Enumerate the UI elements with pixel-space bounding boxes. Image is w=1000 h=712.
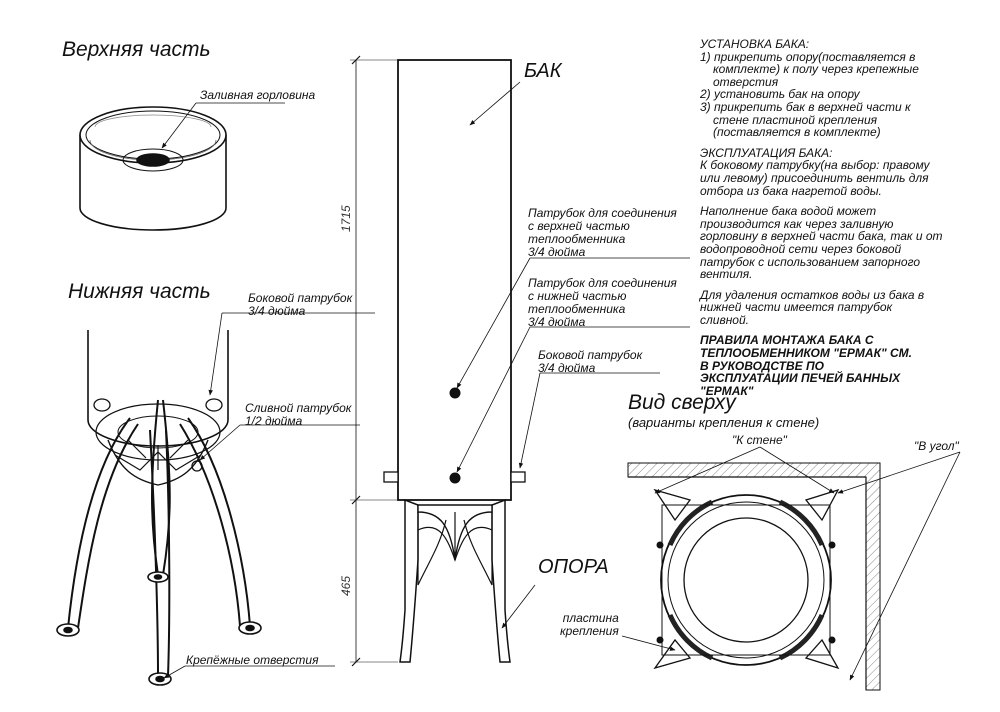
label-upper-pipe-line2: с верхней частью — [528, 219, 630, 233]
install-step-1-cont2: отверстия — [713, 74, 779, 89]
rules-text-1: ПРАВИЛА МОНТАЖА БАКА С — [700, 333, 874, 348]
bottom-part-drawing — [56, 330, 262, 686]
label-lower-pipe-line2: с нижней частью — [528, 289, 627, 303]
leader-side-pipe-left-arrow — [208, 312, 223, 396]
title-view-from-top: Вид сверху — [628, 391, 736, 414]
label-tank: БАК — [524, 60, 562, 82]
label-drain-pipe-line2: 1/2 дюйма — [245, 414, 303, 428]
label-side-pipe-right: Боковой патрубок 3/4 дюйма — [538, 349, 642, 375]
label-side-pipe-right-line2: 3/4 дюйма — [538, 361, 596, 375]
label-upper-pipe-line1: Патрубок для соединения — [528, 206, 677, 220]
instructions-panel: УСТАНОВКА БАКА: 1) прикрепить опору(пост… — [700, 38, 996, 397]
label-mount-plate: пластина крепления — [560, 612, 619, 638]
use-title: ЭКСПЛУАТАЦИЯ БАКА: — [700, 145, 833, 160]
leader-filler-neck-arrow — [161, 102, 197, 149]
install-step-1: 1) прикрепить опору(поставляется в — [700, 49, 916, 64]
use-text-2: или левому) присоединить вентиль для — [700, 170, 929, 185]
drain-text-3: сливной. — [700, 312, 749, 327]
install-step-2: 2) установить бак на опору — [700, 87, 860, 102]
fill-text-2: производится как через заливную — [700, 216, 894, 231]
front-view — [350, 55, 526, 667]
label-lower-pipe-line1: Патрубок для соединения — [528, 276, 677, 290]
install-step-1-cont: комплекте) к полу через крепежные — [713, 62, 919, 77]
label-mount-plate-line2: крепления — [560, 624, 619, 638]
leader-lower-pipe-arrow — [456, 326, 531, 473]
label-lower-pipe-line4: 3/4 дюйма — [528, 315, 586, 329]
label-lower-pipe-line3: теплообменника — [528, 302, 626, 316]
label-side-pipe-left: Боковой патрубок 3/4 дюйма — [248, 292, 352, 318]
leader-to-corner-b — [849, 451, 961, 681]
label-support: ОПОРА — [538, 556, 609, 578]
label-filler-neck: Заливная горловина — [200, 88, 316, 102]
fill-text-3: горловину в верхней части бака, так и от — [700, 229, 943, 244]
label-to-corner: "В угол" — [914, 439, 959, 453]
install-title: УСТАНОВКА БАКА: — [700, 37, 810, 51]
label-mount-plate-line1: пластина — [562, 611, 619, 625]
rules-text-2: ТЕПЛООБМЕННИКОМ "ЕРМАК" СМ. — [700, 346, 912, 361]
label-lower-pipe: Патрубок для соединения с нижней частью … — [528, 277, 677, 329]
rules-text-4: ЭКСПЛУАТАЦИИ ПЕЧЕЙ БАННЫХ — [700, 371, 901, 386]
leader-mount-holes-arrow — [163, 665, 186, 679]
label-mount-holes: Крепёжные отверстия — [186, 653, 319, 667]
use-text-1: К боковому патрубку(на выбор: правому — [700, 158, 930, 173]
drain-text-2: нижней части имеется патрубок — [700, 300, 893, 315]
leader-support — [501, 584, 536, 629]
dimension-tank-height: 1715 — [339, 205, 353, 232]
label-upper-pipe-line3: теплообменника — [528, 232, 626, 246]
top-view — [627, 462, 881, 691]
title-top-part: Верхняя часть — [62, 38, 211, 61]
fill-text-6: вентиля. — [700, 267, 753, 282]
install-step-3-cont2: (поставляется в комплекте) — [713, 125, 881, 140]
label-side-pipe-left-line1: Боковой патрубок — [248, 291, 353, 305]
use-text-3: отбора из бака нагретой воды. — [700, 183, 882, 198]
leader-upper-pipe-arrow — [456, 257, 531, 389]
label-to-wall: "К стене" — [732, 433, 787, 447]
leader-tank — [469, 81, 521, 126]
fill-text-4: водопроводной сети через боковой — [700, 241, 902, 256]
leader-to-wall-a — [654, 446, 761, 494]
label-drain-pipe: Сливной патрубок 1/2 дюйма — [245, 402, 351, 428]
leader-side-pipe-right-arrow — [518, 372, 541, 469]
top-part-cylinder — [79, 106, 227, 231]
leader-to-wall-b — [759, 446, 835, 494]
rules-text-3: В РУКОВОДСТВЕ ПО — [700, 358, 824, 373]
label-side-pipe-left-line2: 3/4 дюйма — [248, 304, 306, 318]
rules-text-5: "ЕРМАК" — [700, 383, 754, 398]
label-upper-pipe: Патрубок для соединения с верхней частью… — [528, 207, 677, 259]
dimension-support-height: 465 — [339, 575, 353, 596]
label-upper-pipe-line4: 3/4 дюйма — [528, 245, 586, 259]
title-bottom-part: Нижняя часть — [68, 280, 211, 303]
label-drain-pipe-line1: Сливной патрубок — [245, 401, 352, 415]
drain-text-1: Для удаления остатков воды из бака в — [700, 287, 925, 302]
fill-text-5: патрубок с использованием запорного — [700, 254, 921, 269]
label-side-pipe-right-line1: Боковой патрубок — [538, 348, 643, 362]
install-step-3-cont: стене пластиной крепления — [713, 112, 878, 127]
leader-drain-arrow — [199, 424, 241, 461]
leader-mount-plate — [621, 635, 676, 651]
leader-to-corner-a — [837, 451, 961, 494]
subtitle-mount-variants: (варианты крепления к стене) — [628, 415, 820, 430]
install-step-3: 3) прикрепить бак в верхней части к — [700, 99, 911, 114]
fill-text-1: Наполнение бака водой может — [700, 204, 877, 219]
